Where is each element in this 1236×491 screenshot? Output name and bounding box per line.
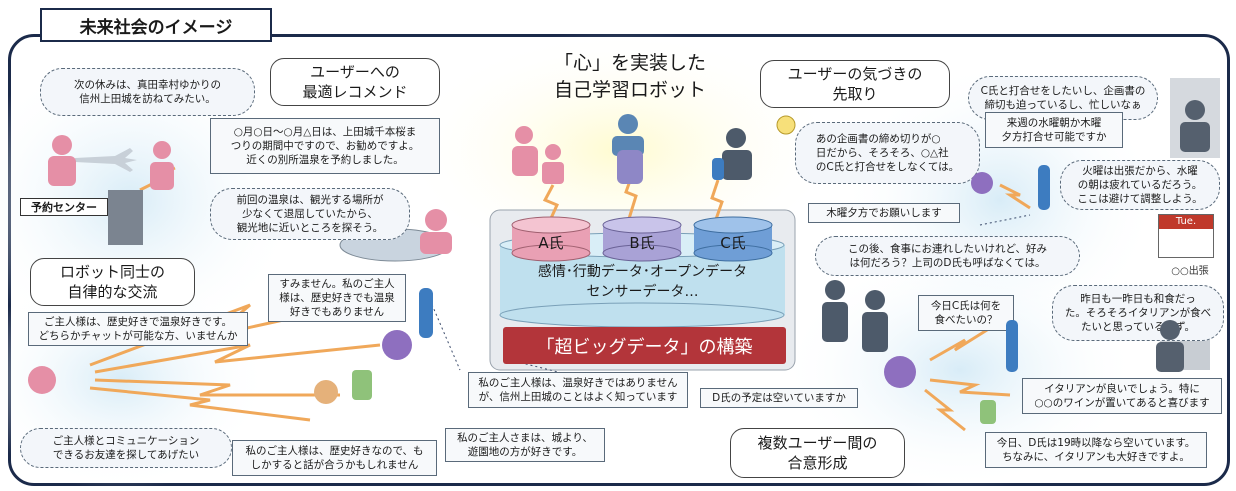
note-castle-know: 私のご主人様は、温泉好きではありません が、信州上田城のことはよく知っています	[468, 372, 688, 408]
leader-2	[429, 299, 461, 371]
house-right	[1160, 340, 1210, 370]
chat-bolt-3	[94, 378, 340, 397]
section-anticipate-line1: ユーザーの気づきの	[787, 65, 923, 83]
bubble-next-holiday: 次の休みは、真田幸村ゆかりの 信州上田城を訪ねてみたい。	[40, 68, 255, 116]
section-recommend-line1: ユーザーへの	[310, 63, 400, 81]
bubble-onsen: 前回の温泉は、観光する場所が 少なくて退屈していたから、 観光地に近いところを探…	[210, 188, 410, 240]
database-cylinders	[499, 216, 785, 328]
note-c-ate: 今日C氏は何を 食べたいの？	[918, 295, 1014, 331]
note-thursday-ok: 木曜夕方でお願いします	[808, 203, 960, 223]
bubble-meal: この後、食事にお連れしたいけれど、好み は何だろう？上司のD氏も呼ばなくては。	[815, 236, 1080, 276]
section-robots: ロボット同士の 自律的な交流	[30, 258, 195, 306]
db-b-cylinder	[602, 216, 682, 262]
section-recommend: ユーザーへの 最適レコメンド	[270, 58, 440, 106]
signal-c	[710, 179, 724, 226]
section-consensus-line2: 合意形成	[787, 454, 848, 472]
db-text-line1: 感情･行動データ･オープンデータ	[537, 264, 748, 280]
center-heading: 「心」を実装した 自己学習ロボット	[520, 50, 740, 104]
diagram-title: 未来社会のイメージ	[40, 8, 272, 42]
bubble-friend: ご主人様とコミュニケーション できるお友達を探してあげたい	[20, 428, 232, 468]
chat-bolt-4	[89, 386, 311, 422]
airplane	[75, 148, 137, 172]
bolt-right-3	[924, 388, 966, 432]
bolt-anticipate	[999, 183, 1031, 210]
server-rack	[108, 190, 143, 245]
note-italian: イタリアンが良いでしょう。特に ○○のワインが置いてあると喜びます	[1022, 378, 1222, 414]
section-robots-line1: ロボット同士の	[59, 263, 165, 281]
building-right	[1170, 78, 1220, 158]
section-anticipate-line2: 先取り	[832, 85, 878, 103]
note-sakura: ○月○日～○月△日は、上田城千本桜ま つりの期間中ですので、お勧めですよ。 近く…	[210, 118, 440, 174]
center-heading-line1: 「心」を実装した	[553, 52, 706, 74]
calendar-icon: Tue.	[1158, 214, 1214, 258]
label-reserve-center: 予約センター	[20, 198, 108, 216]
section-consensus-line1: 複数ユーザー間の	[757, 434, 878, 452]
bolt-right-1	[929, 323, 996, 362]
section-robots-line2: 自律的な交流	[67, 283, 158, 301]
section-consensus: 複数ユーザー間の 合意形成	[730, 428, 905, 478]
note-d-schedule: D氏の予定は空いていますか	[700, 388, 858, 408]
db-text-line2: センサーデータ…	[586, 284, 699, 300]
db-c-cylinder	[693, 216, 773, 262]
db-c-label: C氏	[720, 234, 746, 252]
note-next-wed: 来週の水曜朝か木曜 夕方打合せ可能ですか	[985, 112, 1123, 148]
note-d-free: 今日、D氏は19時以降なら空いています。 ちなみに、イタリアンも大好きですよ。	[985, 432, 1207, 468]
calendar-day: Tue.	[1159, 215, 1213, 229]
section-recommend-line2: 最適レコメンド	[302, 83, 408, 101]
db-a-label: A氏	[538, 234, 564, 252]
section-anticipate: ユーザーの気づきの 先取り	[760, 60, 950, 108]
note-amusement: 私のご主人さまは、城より、 遊園地の方が好きです。	[445, 428, 605, 462]
leader-3	[979, 214, 1031, 226]
bolt-right-2	[929, 378, 1011, 397]
note-may-match: 私のご主人様は、歴史好きなので、も しかすると話が合うかもしれません	[232, 440, 437, 476]
bubble-yesterday: 昨日も一昨日も和食だっ た。そろそろイタリアンが食べ たいと思っているはず。	[1052, 285, 1224, 341]
signal-a	[542, 184, 560, 226]
big-data-banner: 「超ビッグデータ」の構築	[503, 327, 786, 364]
bubble-deadline: あの企画書の締め切りが○ 日だから、そろそろ、○△社 のC氏と打合せをしなくては…	[795, 122, 980, 184]
note-history-chat: ご主人様は、歴史好きで温泉好きです。 どちらかチャットが可能な方、いませんか	[28, 312, 248, 346]
db-description: 感情･行動データ･オープンデータ センサーデータ…	[500, 262, 785, 302]
bubble-tuesday-trip: 火曜は出張だから、水曜 の朝は疲れているだろう。 ここは避けて調整しよう。	[1060, 160, 1220, 210]
label-trip: ○○出張	[1171, 266, 1209, 277]
chat-bolt-2	[94, 343, 381, 374]
note-sorry: すみません。私のご主人 様は、歴史好きでも温泉 好きでもありません	[268, 274, 406, 322]
db-b-label: B氏	[629, 234, 655, 252]
center-heading-line2: 自己学習ロボット	[553, 79, 706, 101]
db-a-cylinder	[511, 216, 591, 262]
